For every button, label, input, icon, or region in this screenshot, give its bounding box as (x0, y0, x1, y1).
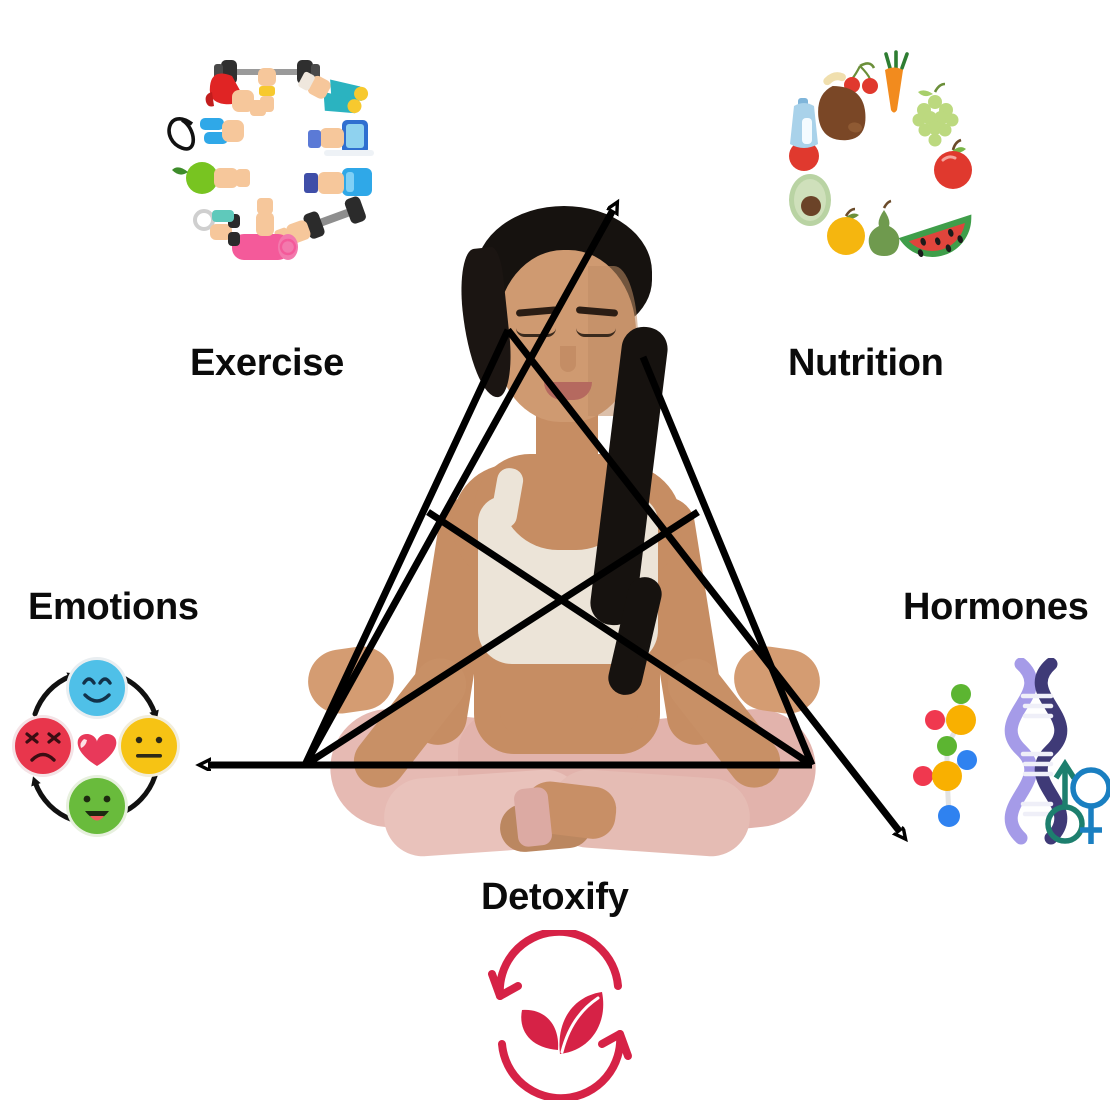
molecule-node-yellow-1 (946, 705, 976, 735)
pillar-exercise[interactable]: Exercise (160, 50, 375, 382)
molecule-node-yellow-2 (932, 761, 962, 791)
leaf-left (521, 1009, 559, 1050)
exercise-hands-ring-icon (167, 60, 374, 260)
heart-icon (77, 734, 117, 766)
emotions-cycle-icon (12, 657, 180, 837)
female-symbol (1070, 767, 1110, 844)
male-symbol (1045, 758, 1085, 844)
pillar-hormones-label: Hormones (903, 586, 1089, 628)
detoxify-leaf-recycle-icon (488, 930, 632, 1100)
molecule-node-green-1 (951, 684, 971, 704)
emoji-laughing-green (66, 775, 128, 837)
hormones-dna-molecule-icon (913, 658, 1110, 845)
pillar-exercise-label: Exercise (190, 342, 344, 384)
pillar-detoxify[interactable]: Detoxify (455, 870, 665, 1100)
emoji-angry-red (12, 715, 74, 777)
emoji-happy-blue (66, 657, 128, 719)
pillar-emotions[interactable]: Emotions (0, 588, 230, 878)
leaf-right (559, 992, 604, 1054)
molecule-node-blue-1 (957, 750, 977, 770)
molecule-node-green-2 (937, 736, 957, 756)
leaf-vein (560, 996, 600, 1054)
molecule-node-red-2 (913, 766, 933, 786)
pillar-nutrition-label: Nutrition (788, 342, 944, 384)
molecule-node-red-1 (925, 710, 945, 730)
pillar-hormones[interactable]: Hormones (895, 588, 1120, 878)
nutrition-food-ring-icon (789, 50, 972, 258)
pillar-nutrition[interactable]: Nutrition (768, 50, 983, 382)
molecule-node-blue-2 (938, 805, 960, 827)
pillar-detoxify-label: Detoxify (481, 876, 629, 918)
pillar-emotions-label: Emotions (28, 586, 199, 628)
emoji-neutral-yellow (118, 715, 180, 777)
